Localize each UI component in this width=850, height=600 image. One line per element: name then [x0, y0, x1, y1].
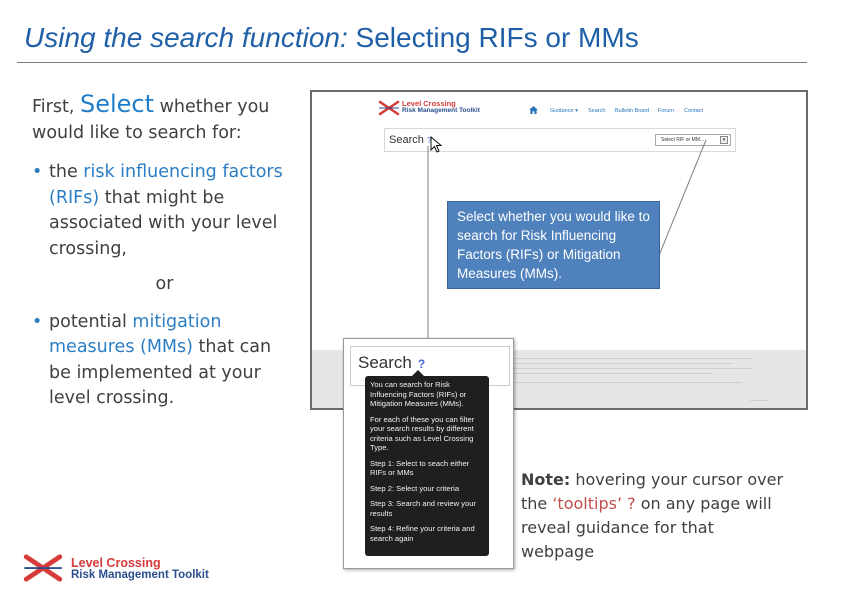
footer-text-line	[512, 363, 732, 364]
search-heading-text: Search	[389, 134, 424, 146]
tooltip-line: For each of these you can filter your se…	[370, 414, 475, 453]
bullet-dot: •	[32, 311, 43, 332]
bullet-rifs: • the risk influencing factors (RIFs) th…	[32, 160, 297, 262]
title-italic: Using the search function:	[24, 22, 348, 53]
or-separator: or	[155, 274, 174, 294]
nav-forum[interactable]: Forum	[658, 108, 674, 114]
nav-guidance[interactable]: Guidance ▾	[550, 108, 578, 114]
title-rest: Selecting RIFs or MMs	[347, 22, 639, 53]
site-brand-line2: Risk Management Toolkit	[402, 107, 480, 114]
footer-text-line	[512, 373, 712, 374]
home-icon[interactable]	[529, 106, 538, 114]
instructions-text: First, Select whether you would like to …	[32, 90, 297, 412]
footer-text-line	[750, 400, 768, 401]
bullet2-before: potential	[49, 311, 133, 332]
footer-brand-line2: Risk Management Toolkit	[71, 569, 209, 581]
footer-brand-line1: Level Crossing	[71, 556, 161, 570]
tooltips-note: Note: hovering your cursor over the ‘too…	[521, 468, 791, 564]
mms-highlight: mitigation measures (MMs)	[49, 311, 222, 358]
rifs-highlight: risk influencing factors (RIFs)	[49, 162, 283, 208]
zoom-search-heading: Search?	[358, 353, 425, 373]
note-tooltips-word: ‘tooltips’ ?	[552, 494, 636, 513]
footer-text-line	[512, 358, 752, 359]
intro-before: First,	[32, 97, 80, 117]
note-text-after: on any page will reveal guidance for tha…	[521, 494, 772, 561]
select-placeholder: Select RIF or MM...	[661, 137, 705, 143]
nav-search[interactable]: Search	[588, 108, 606, 114]
site-brand[interactable]: Level Crossing Risk Management Toolkit	[402, 100, 480, 114]
bullet-dot: •	[32, 162, 43, 182]
site-brand-line1: Level Crossing	[402, 99, 456, 108]
bullet1-before: the	[49, 162, 84, 182]
select-callout: Select whether you would like to search …	[447, 201, 660, 289]
tooltip-pointer	[412, 370, 424, 376]
tooltip-line: Step 4: Refine your criteria and search …	[370, 524, 475, 543]
bullet1-after: that might be associated with your level…	[49, 187, 278, 259]
search-heading: Search ?	[389, 134, 431, 146]
bullet-mms: • potential mitigation measures (MMs) th…	[32, 310, 297, 412]
note-label: Note:	[521, 470, 571, 489]
intro-after: whether you would like to search for:	[32, 97, 270, 143]
mouse-cursor-icon	[430, 136, 443, 153]
search-tooltip: You can search for Risk Influencing Fact…	[365, 376, 489, 556]
tooltip-question-icon[interactable]: ?	[426, 136, 432, 145]
select-highlight: Select	[79, 90, 155, 118]
rif-mm-select[interactable]: Select RIF or MM... ▾	[655, 134, 731, 146]
tooltip-line: Step 1: Select to seach either RIFs or M…	[370, 458, 470, 478]
note-text-before: hovering your cursor over the	[521, 470, 784, 513]
nav-bulletin-board[interactable]: Bulletin Board	[615, 108, 650, 114]
tooltip-question-icon[interactable]: ?	[417, 357, 426, 371]
slide-title: Using the search function: Selecting RIF…	[24, 22, 639, 54]
tooltip-line: Step 3: Search and review your results	[370, 499, 476, 518]
zoom-search-text: Search	[358, 353, 412, 372]
footer-brand: Level Crossing Risk Management Toolkit	[71, 557, 209, 581]
level-crossing-logo-icon	[23, 554, 63, 582]
nav-contact[interactable]: Contact	[684, 108, 703, 114]
bullet2-after: that can be implemented at your level cr…	[49, 337, 272, 408]
footer-text-line	[512, 382, 742, 383]
chevron-down-icon[interactable]: ▾	[720, 136, 728, 144]
tooltip-line: Step 2: Select your criteria	[370, 483, 460, 493]
intro-paragraph: First, Select whether you would like to …	[32, 90, 297, 146]
tooltip-zoom-panel: Search? You can search for Risk Influenc…	[343, 338, 514, 569]
tooltip-line: You can search for Risk Influencing Fact…	[370, 380, 467, 408]
level-crossing-logo-icon[interactable]	[378, 100, 400, 116]
site-navbar: Level Crossing Risk Management Toolkit G…	[312, 92, 806, 122]
footer-text-line	[512, 368, 752, 369]
title-divider	[17, 62, 807, 63]
